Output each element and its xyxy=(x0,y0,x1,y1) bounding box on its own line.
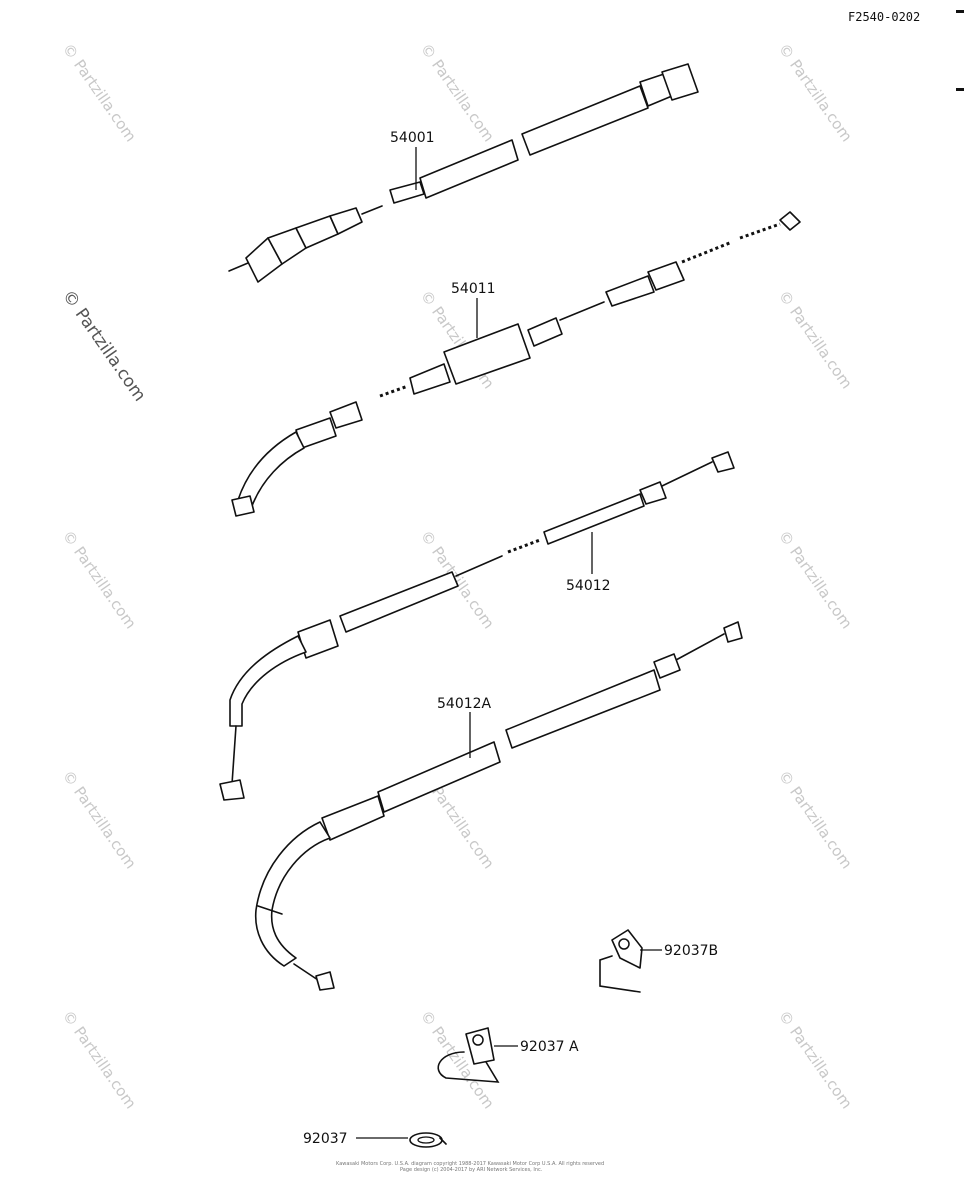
edge-mark-mid xyxy=(956,88,964,91)
watermark: © Partzilla.com xyxy=(59,1007,140,1112)
part-92037A-drawing xyxy=(437,1027,500,1083)
part-label-92037A: 92037 A xyxy=(520,1039,579,1055)
watermark: © Partzilla.com xyxy=(417,527,498,632)
part-label-54001: 54001 xyxy=(390,130,435,146)
edge-mark-top xyxy=(956,10,964,13)
part-label-54012A: 54012A xyxy=(437,696,492,712)
part-label-54012: 54012 xyxy=(566,578,611,594)
part-54012-drawing xyxy=(219,451,735,801)
part-54011-drawing xyxy=(231,211,801,517)
watermark: © Partzilla.com xyxy=(59,40,140,145)
watermark-main: © Partzilla.com xyxy=(58,286,150,405)
watermark: © Partzilla.com xyxy=(775,1007,856,1112)
watermark: © Partzilla.com xyxy=(775,287,856,392)
part-54012A-drawing xyxy=(254,621,743,991)
part-label-92037: 92037 xyxy=(303,1131,348,1147)
diagram-code: F2540-0202 xyxy=(848,10,920,24)
footer-copyright: Kawasaki Motors Corp. U.S.A. diagram cop… xyxy=(336,1161,604,1167)
watermark: © Partzilla.com xyxy=(775,527,856,632)
part-92037B-drawing xyxy=(599,929,643,993)
footer-page-design: Page design (c) 2004-2017 by ARI Network… xyxy=(400,1167,543,1173)
part-92037-drawing xyxy=(409,1132,447,1148)
part-label-92037B: 92037B xyxy=(664,943,718,959)
watermark: © Partzilla.com xyxy=(775,40,856,145)
watermark: © Partzilla.com xyxy=(59,767,140,872)
watermark: © Partzilla.com xyxy=(59,527,140,632)
part-label-54011: 54011 xyxy=(451,281,496,297)
watermark: © Partzilla.com xyxy=(775,767,856,872)
